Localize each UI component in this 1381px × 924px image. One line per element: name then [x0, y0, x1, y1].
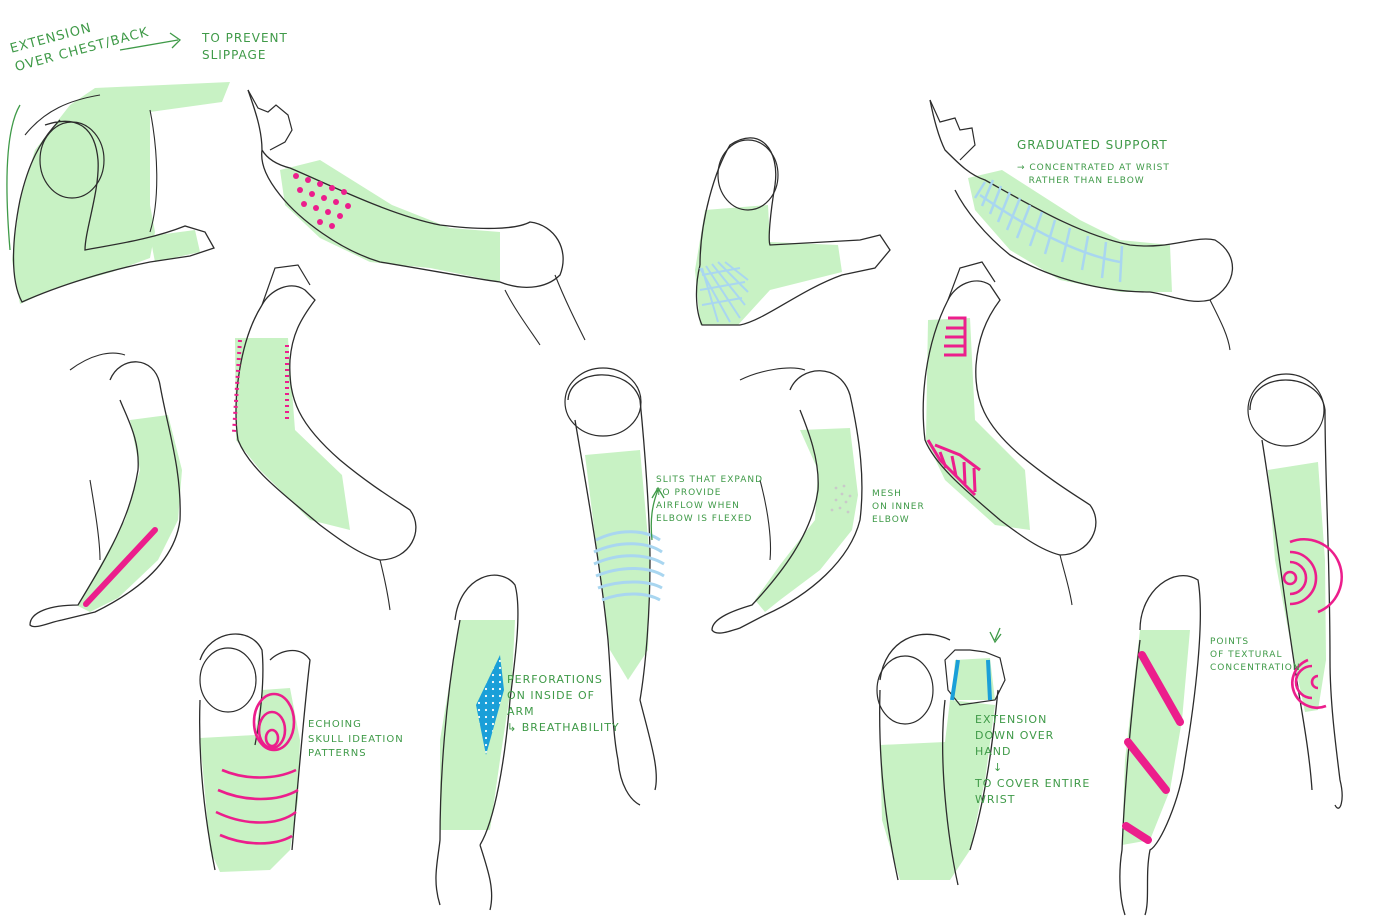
sleeve-sketch-edge-dots — [234, 265, 416, 610]
sleeve-sketch-texture-points — [1248, 374, 1342, 808]
shoulder-joint-outline — [718, 140, 778, 210]
sleeve-fill — [1122, 630, 1190, 845]
sleeve-fill — [78, 415, 182, 612]
sleeve-sketch-bracket-grid — [923, 262, 1096, 605]
annotation-graduated-support: GRADUATED SUPPORT — [1017, 137, 1168, 154]
sleeve-sketch-chest-extension — [12, 82, 230, 304]
annotation-echoing: ECHOING SKULL IDEATION PATTERNS — [308, 718, 404, 762]
annotation-graduated-detail: → CONCENTRATED AT WRIST RATHER THAN ELBO… — [1017, 162, 1170, 188]
hand-outline — [262, 265, 310, 305]
torso-outline — [380, 560, 390, 610]
torso-outline — [1060, 555, 1072, 605]
torso-outline — [740, 368, 805, 560]
sleeve-fill — [200, 688, 300, 872]
shoulder-joint-outline — [1248, 374, 1324, 446]
shoulder-joint-outline — [877, 656, 933, 724]
torso-outline — [505, 275, 585, 345]
sleeve-sketch-slits — [565, 368, 664, 805]
annotation-prevent-slippage: TO PREVENT SLIPPAGE — [202, 30, 288, 65]
arrow-down-icon — [990, 628, 1001, 642]
annotation-texture: POINTS OF TEXTURAL CONCENTRATION — [1210, 636, 1301, 675]
torso-outline — [1210, 300, 1230, 350]
sleeve-sketch-stripe — [30, 353, 182, 626]
sleeve-fill — [12, 82, 230, 304]
annotation-slits: SLITS THAT EXPAND TO PROVIDE AIRFLOW WHE… — [656, 474, 763, 526]
sleeve-sketch-skull-pattern — [200, 634, 310, 872]
sleeve-sketch-perforations — [436, 575, 518, 910]
hand-outline — [248, 90, 292, 150]
torso-outline — [70, 353, 125, 560]
sleeve-fill — [695, 205, 842, 325]
sleeve-sketch-dot-pattern — [248, 90, 585, 345]
shoulder-joint-outline — [200, 648, 256, 712]
annotation-extension-hand: EXTENSION DOWN OVER HAND ↓ TO COVER ENTI… — [975, 712, 1090, 808]
sleeve-sketch-spiral-stripes — [1120, 576, 1200, 915]
annotation-mesh: MESH ON INNER ELBOW — [872, 488, 925, 527]
shoulder-joint-outline — [565, 368, 641, 436]
annotation-perforations: PERFORATIONS ON INSIDE OF ARM ↳ BREATHAB… — [507, 672, 620, 736]
sleeve-fill — [440, 620, 515, 830]
sleeve-sketch-elbow-lines — [695, 138, 890, 325]
